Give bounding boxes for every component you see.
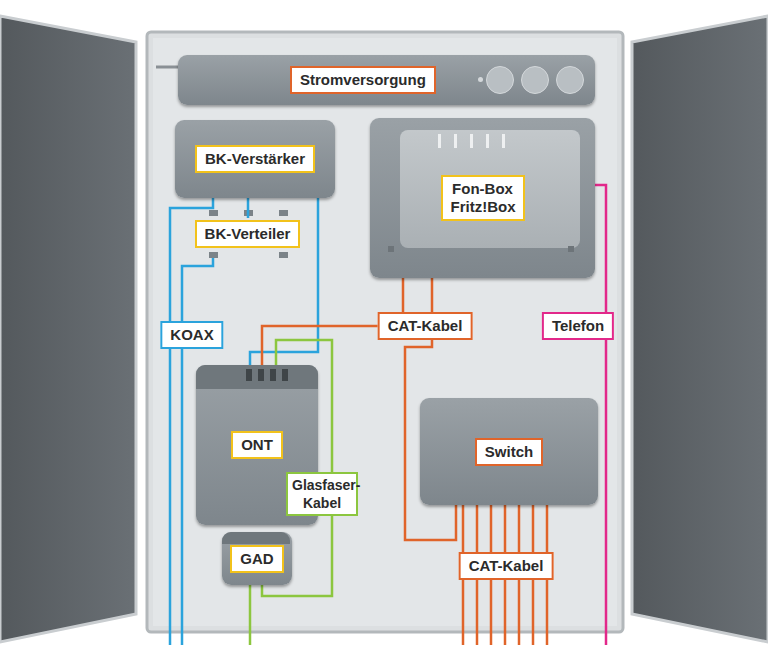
ont-port: [258, 369, 264, 381]
switch-dot: [478, 77, 483, 82]
power-cord: [156, 66, 180, 69]
component-label: Stromversorgung: [290, 66, 436, 94]
cable-label: KOAX: [160, 321, 223, 349]
ont-port-band: [196, 365, 318, 389]
ont-port: [270, 369, 276, 381]
amplifier-box: BK-Verstärker: [175, 120, 335, 198]
cable-connector: [247, 198, 250, 218]
gad-box: GAD: [222, 532, 292, 585]
component-label: Fon-Box Fritz!Box: [441, 175, 525, 221]
router-port: [470, 134, 473, 148]
cable-label: Telefon: [542, 312, 614, 340]
right-door: [632, 16, 768, 642]
component-label: GAD: [230, 545, 283, 573]
router-port: [502, 134, 505, 148]
router-port: [454, 134, 457, 148]
socket: [486, 66, 514, 94]
component-label: ONT: [231, 431, 283, 459]
router-foot: [388, 246, 394, 252]
router-foot: [568, 246, 574, 252]
component-label: BK-Verteiler: [195, 220, 301, 248]
cable-label: Glasfaser-Kabel: [286, 472, 358, 516]
ont-port: [246, 369, 252, 381]
back-panel: [147, 32, 623, 632]
router-port: [486, 134, 489, 148]
cable-label: CAT-Kabel: [459, 552, 554, 580]
component-label: BK-Verstärker: [195, 145, 315, 173]
router-box: Fon-Box Fritz!Box: [370, 118, 595, 278]
fibre-wire: [249, 585, 252, 645]
socket: [556, 66, 584, 94]
gad-top: [222, 532, 290, 544]
router-port: [438, 134, 441, 148]
cable-label: CAT-Kabel: [378, 312, 473, 340]
socket: [521, 66, 549, 94]
component-label: Switch: [475, 438, 543, 466]
left-door: [0, 16, 136, 642]
splitter-box: BK-Verteiler: [190, 218, 305, 250]
ont-port: [282, 369, 288, 381]
power-strip: Stromversorgung: [178, 55, 595, 105]
switch-box: Switch: [420, 398, 598, 505]
